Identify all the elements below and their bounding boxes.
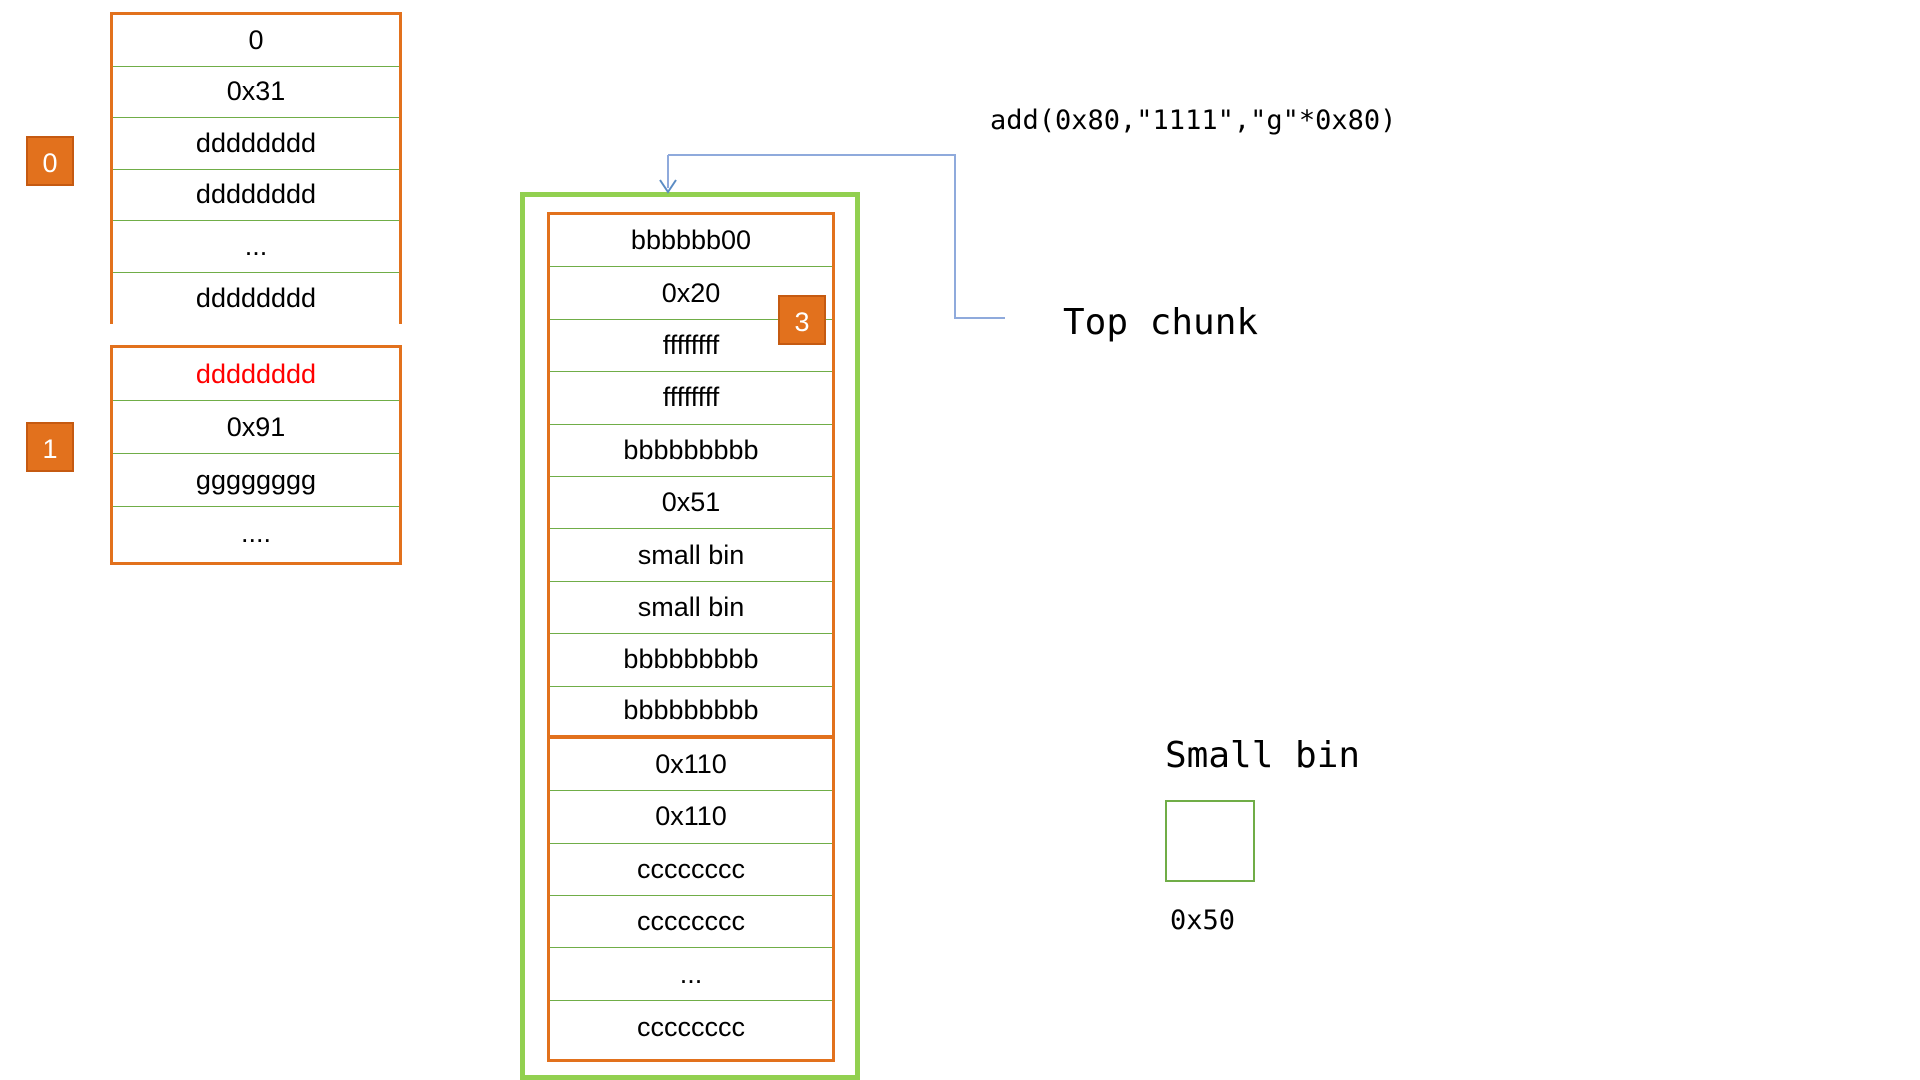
small-bin-box <box>1165 800 1255 882</box>
chunk-row: cccccccc <box>550 843 832 897</box>
chunk-row: 0x31 <box>113 66 399 118</box>
chunk-row: dddddddd <box>113 272 399 324</box>
chunk-table-1: dddddddd 0x91 gggggggg .... <box>110 345 402 565</box>
chunk-row: ffffffff <box>550 372 832 425</box>
chunk-index-badge-1: 1 <box>26 422 74 472</box>
chunk-row: dddddddd <box>113 169 399 221</box>
chunk-row: 0x110 <box>550 738 832 792</box>
chunk-row: gggggggg <box>113 454 399 507</box>
chunk-row: bbbbbbbbb <box>550 634 832 687</box>
chunk-row-ellipsis: ... <box>550 948 832 1001</box>
chunk-row: small bin <box>550 529 832 582</box>
chunk-row: 0x110 <box>550 791 832 844</box>
chunk-row: bbbbbbbbb <box>550 686 832 739</box>
chunk-row: 0x51 <box>550 476 832 530</box>
chunk-row-ellipsis: .... <box>113 507 399 560</box>
chunk-row: cccccccc <box>550 896 832 949</box>
small-bin-label: Small bin <box>1165 735 1361 776</box>
chunk-index-badge-0: 0 <box>26 136 74 186</box>
small-bin-size-label: 0x50 <box>1170 905 1236 936</box>
top-chunk-label: Top chunk <box>1063 302 1259 343</box>
chunk-row-overflow: dddddddd <box>113 348 399 401</box>
add-call-annotation: add(0x80,"1111","g"*0x80) <box>990 105 1397 136</box>
chunk-row: cccccccc <box>550 1000 832 1054</box>
chunk-row: small bin <box>550 581 832 635</box>
chunk-row: 0 <box>113 15 399 67</box>
chunk-row: bbbbbb00 <box>550 215 832 268</box>
chunk-row: dddddddd <box>113 118 399 170</box>
chunk-table-0: 0 0x31 dddddddd dddddddd ... dddddddd <box>110 12 402 324</box>
chunk-row: 0x91 <box>113 401 399 454</box>
chunk-index-badge-3: 3 <box>778 295 826 345</box>
chunk-row: bbbbbbbbb <box>550 424 832 477</box>
chunk-row-ellipsis: ... <box>113 221 399 273</box>
